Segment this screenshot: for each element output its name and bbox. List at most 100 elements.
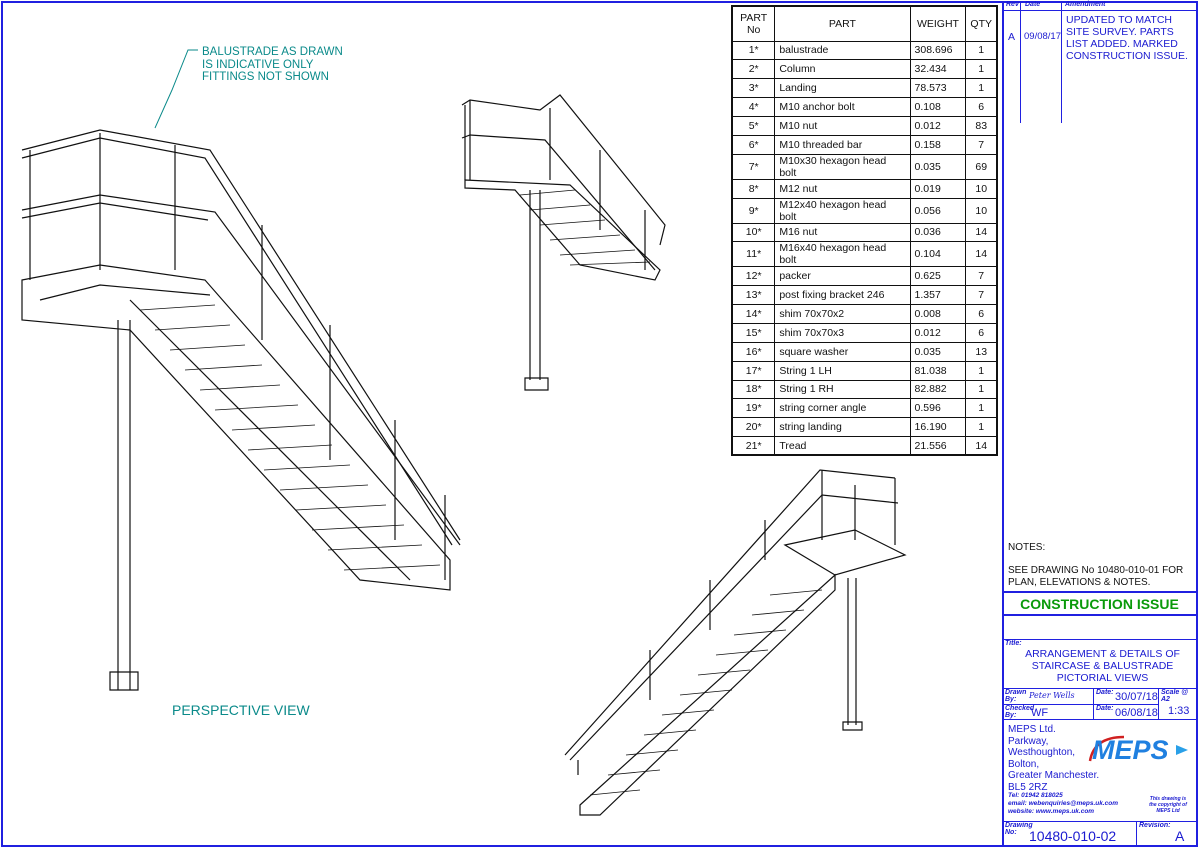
table-header: PART No PART WEIGHT QTY — [731, 5, 998, 42]
part-no: 3* — [731, 78, 776, 99]
part-no: 13* — [731, 285, 776, 306]
address-line: Greater Manchester. — [1008, 770, 1100, 781]
small-perspective-staircase — [461, 94, 666, 391]
part-name: string landing — [774, 417, 911, 438]
part-no: 1* — [731, 40, 776, 61]
part-name: Tread — [774, 436, 911, 456]
col-weight: WEIGHT — [909, 5, 967, 42]
part-name: M16 nut — [774, 222, 911, 243]
notes-text: SEE DRAWING No 10480-010-01 FOR PLAN, EL… — [1008, 565, 1184, 588]
note-line: IS INDICATIVE ONLY — [202, 58, 314, 71]
col-qty: QTY — [965, 5, 998, 42]
weight: 0.158 — [909, 134, 967, 155]
weight: 21.556 — [909, 436, 967, 456]
qty: 14 — [965, 241, 998, 268]
part-name: string corner angle — [774, 398, 911, 419]
checked-date: 06/08/18 — [1115, 707, 1158, 719]
address-line: Parkway, — [1008, 735, 1049, 747]
part-name: M10 nut — [774, 115, 911, 136]
rev-date: 09/08/17 — [1024, 31, 1061, 42]
part-name: M10 anchor bolt — [774, 97, 911, 117]
title-label: Title: — [1005, 640, 1022, 647]
part-no: 15* — [731, 322, 776, 343]
checked-by: WF — [1031, 707, 1049, 719]
weight: 0.104 — [909, 241, 967, 268]
weight: 0.596 — [909, 398, 967, 419]
part-no: 14* — [731, 304, 776, 324]
website: website: www.meps.uk.com — [1008, 808, 1095, 815]
part-name: M12x40 hexagon head bolt — [774, 197, 911, 224]
col-part: PART — [774, 5, 911, 42]
part-name: String 1 LH — [774, 360, 911, 381]
part-name: M12 nut — [774, 178, 911, 199]
weight: 81.038 — [909, 360, 967, 381]
title-column — [1002, 3, 1196, 846]
scale-label: Scale @ A2 — [1161, 689, 1189, 703]
qty: 1 — [965, 360, 998, 381]
divider — [1020, 3, 1021, 123]
qty: 10 — [965, 197, 998, 224]
drawing-number-box: Drawing No: 10480-010-02 Revision: A — [1003, 821, 1196, 846]
copyright-note: This drawing is the copyright of MEPS Lt… — [1149, 796, 1187, 814]
qty: 1 — [965, 40, 998, 61]
weight: 16.190 — [909, 417, 967, 438]
revision-header: Rev Date Amendment — [1003, 1, 1196, 11]
notes-heading: NOTES: — [1008, 542, 1046, 553]
email: email: webenquiries@meps.uk.com — [1008, 800, 1119, 807]
weight: 0.035 — [909, 341, 967, 362]
weight: 0.019 — [909, 178, 967, 199]
part-no: 19* — [731, 398, 776, 419]
part-name: M16x40 hexagon head bolt — [774, 241, 911, 268]
balustrade-note: BALUSTRADE AS DRAWN IS INDICATIVE ONLY F… — [202, 46, 343, 84]
qty: 10 — [965, 178, 998, 199]
qty: 1 — [965, 78, 998, 99]
address-line: Westhoughton, — [1008, 747, 1076, 758]
weight: 0.625 — [909, 266, 967, 287]
weight: 308.696 — [909, 40, 967, 61]
drawn-label: Drawn By: — [1005, 689, 1027, 703]
divider — [1061, 3, 1062, 123]
date-label: Date: — [1096, 705, 1114, 712]
part-no: 6* — [731, 134, 776, 155]
weight: 0.036 — [909, 222, 967, 243]
note-line: BALUSTRADE AS DRAWN — [202, 46, 343, 58]
part-no: 8* — [731, 178, 776, 199]
weight: 32.434 — [909, 59, 967, 80]
weight: 82.882 — [909, 379, 967, 400]
qty: 69 — [965, 153, 998, 180]
rear-perspective-staircase — [564, 469, 907, 816]
part-no: 12* — [731, 266, 776, 287]
qty: 1 — [965, 379, 998, 400]
qty: 1 — [965, 417, 998, 438]
part-name: M10x30 hexagon head bolt — [774, 153, 911, 180]
qty: 13 — [965, 341, 998, 362]
revision-label: Revision: — [1139, 822, 1171, 829]
qty: 6 — [965, 322, 998, 343]
drawn-date: 30/07/18 — [1115, 691, 1158, 703]
part-name: Landing — [774, 78, 911, 99]
qty: 14 — [965, 222, 998, 243]
drawing-number: 10480-010-02 — [1029, 828, 1117, 844]
part-name: M10 threaded bar — [774, 134, 911, 155]
part-no: 5* — [731, 115, 776, 136]
weight: 0.056 — [909, 197, 967, 224]
address-line: MEPS Ltd. — [1008, 724, 1056, 735]
part-no: 7* — [731, 153, 776, 180]
qty: 1 — [965, 59, 998, 80]
large-perspective-staircase — [21, 129, 461, 691]
part-no: 17* — [731, 360, 776, 381]
